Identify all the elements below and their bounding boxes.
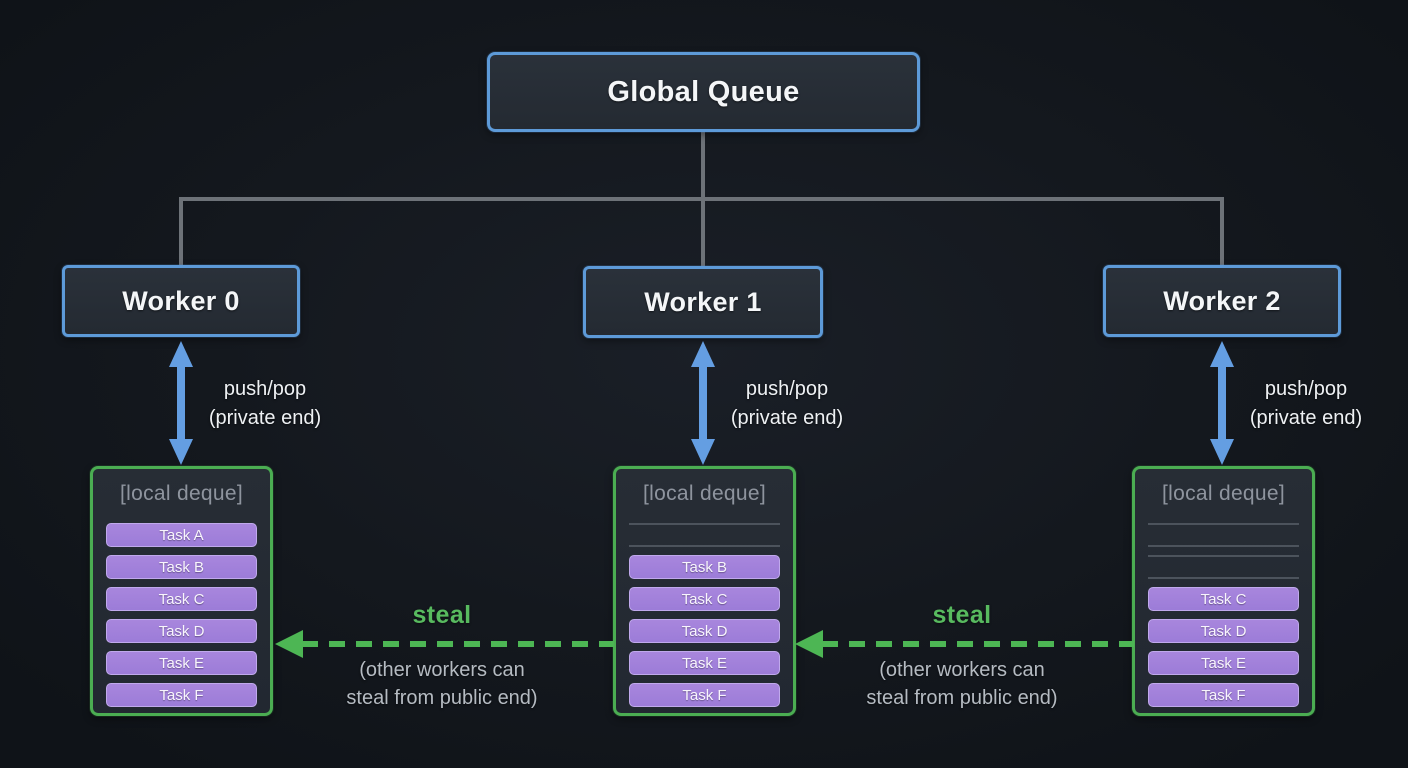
deque-1-title: [local deque] bbox=[643, 482, 766, 505]
push-pop-line2: (private end) bbox=[730, 407, 844, 429]
empty-slot bbox=[1148, 523, 1299, 547]
task-item: Task F bbox=[1148, 683, 1299, 707]
worker-0-box: Worker 0 bbox=[62, 265, 300, 337]
steal-caption-1: (other workers can steal from public end… bbox=[792, 656, 1132, 712]
push-pop-line2: (private end) bbox=[208, 407, 322, 429]
task-item: Task E bbox=[106, 651, 257, 675]
deque-2-title: [local deque] bbox=[1162, 482, 1285, 505]
connector-stub-middle bbox=[701, 199, 705, 266]
push-pop-arrow-icon bbox=[169, 341, 193, 465]
empty-slot bbox=[1148, 555, 1299, 579]
deque-0-box: [local deque] Task A Task B Task C Task … bbox=[90, 466, 273, 716]
steal-caption-line1: (other workers can bbox=[879, 659, 1045, 681]
steal-caption-line2: steal from public end) bbox=[346, 687, 538, 709]
deque-1-slots: Task B Task C Task D Task E Task F bbox=[629, 523, 780, 707]
task-item: Task A bbox=[106, 523, 257, 547]
push-pop-label-2: push/pop (private end) bbox=[1206, 375, 1406, 433]
worker-1-box: Worker 1 bbox=[583, 266, 823, 338]
steal-arrow-icon bbox=[795, 630, 1134, 658]
deque-0-title: [local deque] bbox=[120, 482, 243, 505]
push-pop-label-0: push/pop (private end) bbox=[165, 375, 365, 433]
deque-2-slots: Task C Task D Task E Task F bbox=[1148, 523, 1299, 707]
push-pop-line1: push/pop bbox=[223, 378, 307, 400]
steal-caption-line1: (other workers can bbox=[359, 659, 525, 681]
steal-arrow-icon bbox=[275, 630, 614, 658]
push-pop-line1: push/pop bbox=[745, 378, 829, 400]
push-pop-line2: (private end) bbox=[1249, 407, 1363, 429]
empty-slot bbox=[629, 523, 780, 547]
task-item: Task C bbox=[629, 587, 780, 611]
worker-2-label: Worker 2 bbox=[1163, 285, 1281, 316]
push-pop-line1: push/pop bbox=[1264, 378, 1348, 400]
task-item: Task F bbox=[629, 683, 780, 707]
push-pop-arrow-icon bbox=[691, 341, 715, 465]
task-item: Task D bbox=[629, 619, 780, 643]
connector-stub-left bbox=[179, 199, 183, 265]
connector-trunk-line bbox=[701, 132, 705, 200]
task-item: Task E bbox=[1148, 651, 1299, 675]
task-item: Task F bbox=[106, 683, 257, 707]
steal-caption-line2: steal from public end) bbox=[866, 687, 1058, 709]
global-queue-label: Global Queue bbox=[607, 75, 800, 108]
task-item: Task C bbox=[1148, 587, 1299, 611]
connector-stub-right bbox=[1220, 199, 1224, 265]
deque-2-box: [local deque] Task C Task D Task E Task … bbox=[1132, 466, 1315, 716]
steal-caption-0: (other workers can steal from public end… bbox=[272, 656, 612, 712]
global-queue-box: Global Queue bbox=[487, 52, 920, 132]
task-item: Task C bbox=[106, 587, 257, 611]
task-item: Task B bbox=[106, 555, 257, 579]
deque-0-slots: Task A Task B Task C Task D Task E Task … bbox=[106, 523, 257, 707]
steal-label-0: steal bbox=[412, 601, 472, 629]
task-item: Task D bbox=[1148, 619, 1299, 643]
task-item: Task B bbox=[629, 555, 780, 579]
steal-label-1: steal bbox=[932, 601, 992, 629]
worker-1-label: Worker 1 bbox=[644, 286, 762, 317]
push-pop-label-1: push/pop (private end) bbox=[687, 375, 887, 433]
deque-1-box: [local deque] Task B Task C Task D Task … bbox=[613, 466, 796, 716]
worker-0-label: Worker 0 bbox=[122, 285, 240, 316]
worker-2-box: Worker 2 bbox=[1103, 265, 1341, 337]
task-item: Task D bbox=[106, 619, 257, 643]
push-pop-arrow-icon bbox=[1210, 341, 1234, 465]
task-item: Task E bbox=[629, 651, 780, 675]
